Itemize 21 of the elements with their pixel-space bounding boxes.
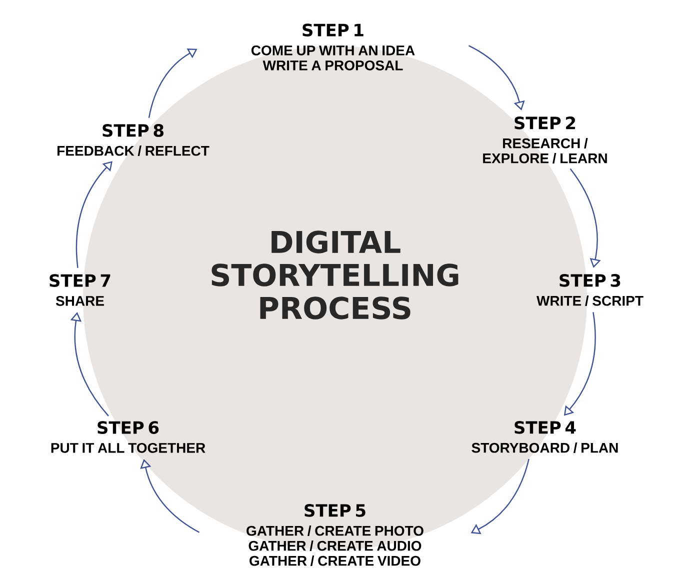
- step-label: STEP 2: [514, 116, 576, 130]
- step-text: GATHER / CREATE VIDEO: [250, 556, 420, 566]
- step-text: STORYBOARD / PLAN: [472, 442, 618, 453]
- step-text: PUT IT ALL TOGETHER: [51, 442, 206, 453]
- step-label: STEP 7: [50, 274, 110, 287]
- step-label: STEP 8: [102, 124, 164, 137]
- step-text: GATHER / CREATE AUDIO: [248, 540, 422, 551]
- step-label: STEP 6: [98, 421, 159, 434]
- title: DIGITAL STORYTELLING PROCESS: [212, 230, 458, 320]
- step-text: GATHER / CREATE PHOTO: [246, 526, 424, 536]
- curved-arrow: [76, 161, 112, 268]
- step-label: STEP 1: [302, 24, 364, 36]
- step-label: STEP 3: [560, 274, 620, 287]
- step-label: STEP 4: [514, 421, 576, 434]
- step-text: WRITE / SCRIPT: [536, 296, 644, 306]
- step-text: RESEARCH / EXPLORE / LEARN: [483, 138, 607, 164]
- step-text: FEEDBACK / REFLECT: [58, 146, 210, 156]
- step-text: COME UP WITH AN IDEA: [251, 45, 415, 56]
- step-text: SHARE: [56, 296, 104, 306]
- step-text: WRITE A PROPOSAL: [262, 60, 403, 70]
- step-label: STEP 5: [304, 504, 366, 517]
